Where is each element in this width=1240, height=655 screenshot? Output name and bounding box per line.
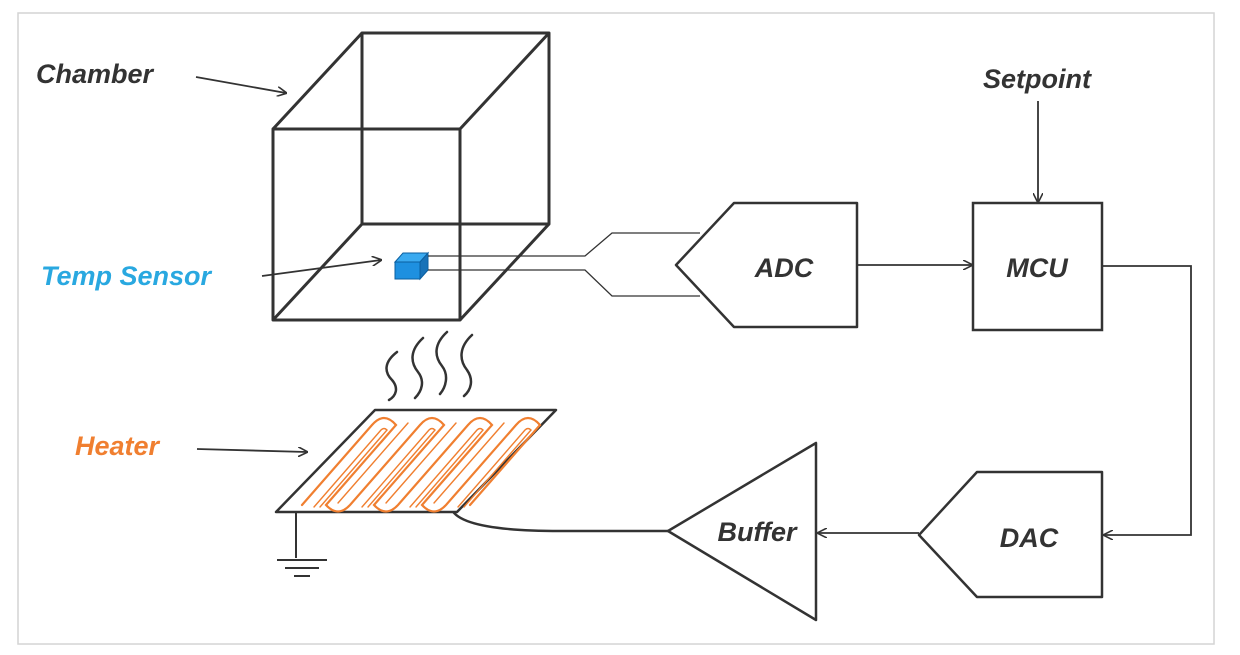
buffer-label: Buffer [717,517,798,547]
buffer-to-heater-wire [450,509,668,533]
mcu-label: MCU [1006,253,1069,283]
heater-coil [300,416,542,513]
chamber-pointer-arrow [195,76,286,93]
dac-label: DAC [1000,523,1059,553]
mcu-to-dac-arrow [1102,265,1192,535]
temp-sensor-pointer-arrow [261,260,381,277]
sensor-to-adc-wires [428,232,700,297]
heat-waves-icon [385,330,474,402]
chamber-cube [271,31,551,322]
temp-sensor-label: Temp Sensor [41,261,213,291]
adc-block [674,201,859,329]
heater-pointer-arrow [196,449,307,452]
buffer-amplifier [666,441,818,622]
dac-block [917,470,1104,599]
temp-sensor-icon [393,251,430,281]
adc-label: ADC [754,253,814,283]
ground-icon [277,512,327,577]
setpoint-label: Setpoint [983,64,1092,94]
heater-label: Heater [75,431,161,461]
heater-plate [274,408,558,514]
chamber-label: Chamber [36,59,155,89]
mcu-block [971,201,1104,332]
